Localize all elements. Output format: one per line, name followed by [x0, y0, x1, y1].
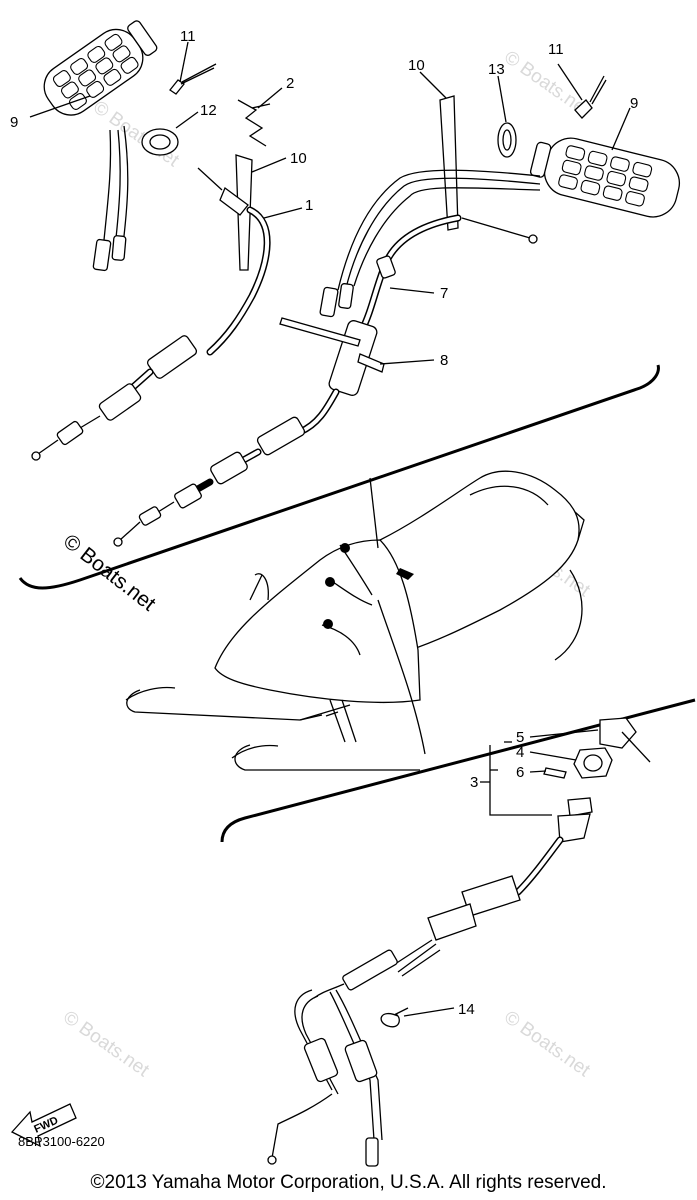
part-code: 8BP3100-6220: [18, 1134, 105, 1149]
callout-6: 6: [516, 764, 524, 781]
left-grip-screw: [169, 63, 217, 95]
callout-leaders: [29, 41, 631, 1017]
copyright-notice: ©2013 Yamaha Motor Corporation, U.S.A. A…: [90, 1172, 607, 1193]
callout-7: 7: [440, 285, 448, 302]
forward-arrow-icon: FWD: [10, 1103, 77, 1148]
top-section-border: [18, 364, 660, 590]
callout-13: 13: [488, 61, 505, 78]
watermark-main: © Boats.net: [59, 530, 160, 616]
bottom-section-border: [220, 698, 696, 843]
callout-14: 14: [458, 1001, 475, 1018]
callout-2: 2: [286, 75, 294, 92]
right-grip: [529, 137, 681, 218]
callout-11-right: 11: [548, 41, 564, 58]
right-grip-group: [113, 75, 681, 547]
callout-10-right: 10: [408, 57, 425, 74]
callout-12: 12: [200, 102, 217, 119]
watermark-bottom-left: © Boats.net: [59, 1007, 153, 1082]
callout-8: 8: [440, 352, 448, 369]
callout-11-left: 11: [180, 28, 196, 45]
snowmobile-outline: [125, 470, 585, 771]
switch-cable-group: [267, 717, 651, 1167]
callout-3: 3: [470, 774, 478, 791]
callout-9-right: 9: [630, 95, 638, 112]
callout-10-left: 10: [290, 150, 307, 167]
callout-5: 5: [516, 729, 524, 746]
left-grip: [43, 20, 158, 116]
callout-4: 4: [516, 744, 524, 761]
watermark-bottom-right: © Boats.net: [500, 1007, 594, 1082]
callout-9-left: 9: [10, 114, 18, 131]
callout-1: 1: [305, 197, 313, 214]
callout-labels: 9 11 12 2 10 1 10 13 11 9 7 8 5 4 6 3 14: [10, 28, 638, 1018]
left-grip-group: [31, 20, 271, 461]
